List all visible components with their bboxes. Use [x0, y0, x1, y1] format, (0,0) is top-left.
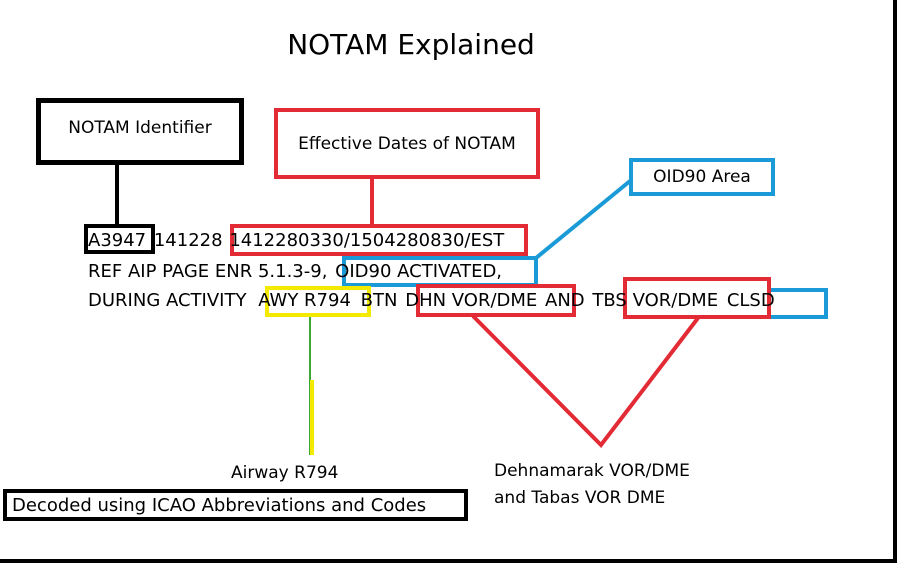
area-label: OID90 Area [653, 167, 751, 187]
notam-date: 141228 [153, 230, 223, 251]
vor-label-line-2: and Tabas VOR DME [494, 488, 666, 508]
notam-effective-dates: 1412280330/1504280830/EST [229, 230, 505, 251]
notam-during-activity: DURING ACTIVITY [88, 290, 247, 311]
notam-line-2: REF AIP PAGE ENR 5.1.3-9, OID90 ACTIVATE… [88, 262, 502, 282]
notam-between: BTN [360, 290, 398, 311]
vor-connector [471, 314, 700, 449]
effective-dates-callout: Effective Dates of NOTAM [274, 108, 540, 179]
identifier-label: NOTAM Identifier [68, 117, 212, 138]
identifier-highlight [84, 224, 155, 254]
decoded-label: Decoded using ICAO Abbreviations and Cod… [12, 494, 427, 516]
area-callout: OID90 Area [629, 158, 775, 196]
notam-line-3: DURING ACTIVITY AWY R794 BTN DHN VOR/DME… [88, 291, 775, 311]
decoded-callout: Decoded using ICAO Abbreviations and Cod… [3, 489, 468, 521]
vor-label-line-1: Dehnamarak VOR/DME [494, 461, 690, 481]
page-title: NOTAM Explained [287, 28, 535, 61]
tbs-highlight [623, 277, 771, 319]
airway-highlight [265, 286, 371, 317]
area-connector [534, 179, 632, 260]
effective-dates-label: Effective Dates of NOTAM [298, 133, 516, 154]
notam-activated: OID90 ACTIVATED, [335, 261, 503, 282]
notam-airway: AWY R794 [258, 290, 351, 311]
dates-highlight [230, 224, 528, 256]
notam-tbs: TBS VOR/DME [592, 290, 719, 311]
dhn-highlight [416, 284, 576, 317]
notam-identifier: A3947 [88, 230, 147, 251]
clsd-outline [770, 288, 828, 319]
notam-dhn: DHN VOR/DME [405, 290, 538, 311]
notam-line-1: A3947 141228 1412280330/1504280830/EST [88, 231, 504, 251]
identifier-callout: NOTAM Identifier [36, 98, 244, 165]
airway-label: Airway R794 [231, 463, 339, 483]
notam-reference: REF AIP PAGE ENR 5.1.3-9, [88, 261, 328, 282]
notam-and: AND [545, 290, 585, 311]
notam-closed: CLSD [726, 290, 775, 311]
